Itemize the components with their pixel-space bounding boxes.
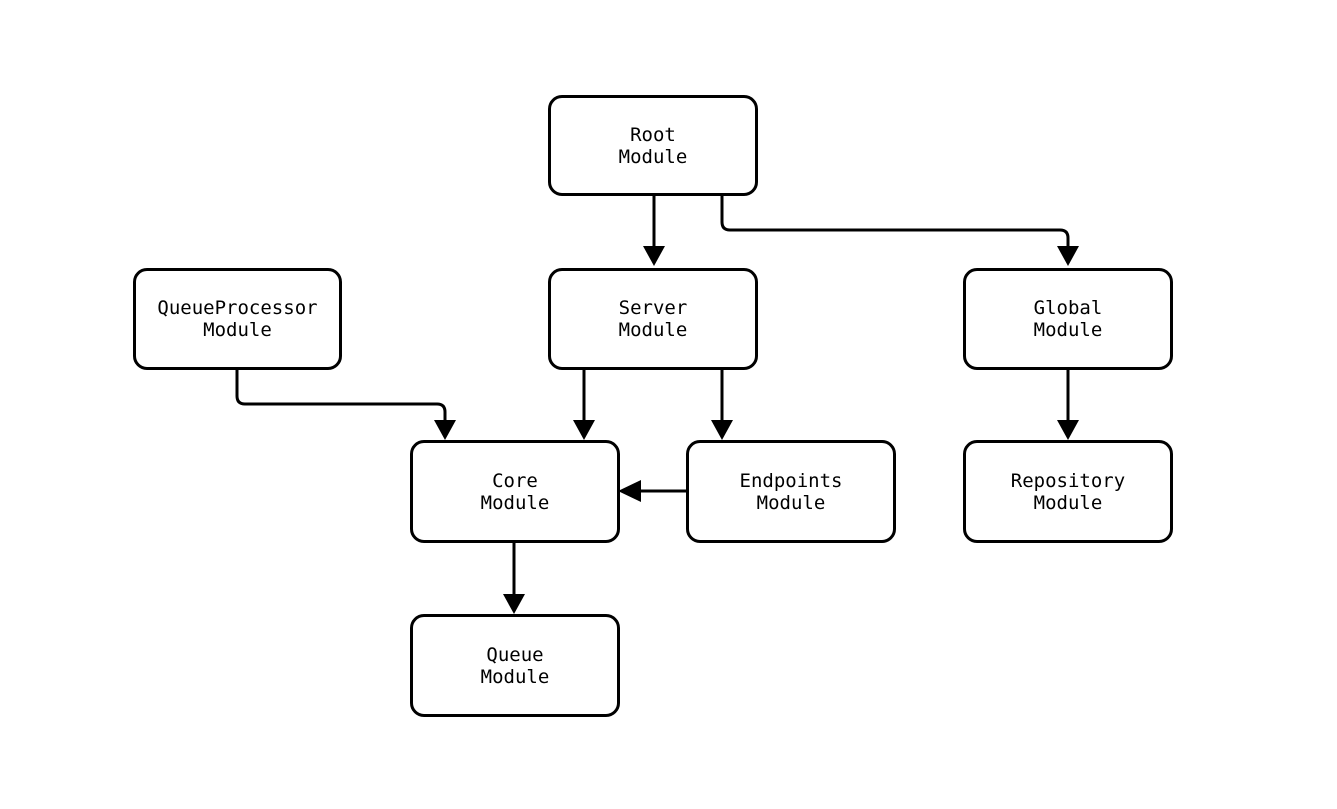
node-global-module[interactable]: Global Module	[963, 268, 1173, 370]
arrowhead-down-icon	[1057, 420, 1079, 440]
node-queueprocessor-module-label: QueueProcessor Module	[157, 297, 318, 341]
arrowhead-down-icon	[573, 420, 595, 440]
edge-core-to-queue	[503, 543, 525, 614]
edge-line	[235, 370, 447, 428]
node-queue-module[interactable]: Queue Module	[410, 614, 620, 717]
edge-server-to-endpoints	[711, 370, 733, 440]
node-global-module-label: Global Module	[1033, 297, 1103, 341]
edge-queueprocessor-to-core	[235, 370, 456, 440]
node-repository-module-label: Repository Module	[1010, 469, 1126, 514]
edge-endpoints-to-core	[618, 480, 686, 502]
edge-global-to-repository	[1057, 370, 1079, 440]
node-server-module[interactable]: Server Module	[548, 268, 758, 370]
edge-root-to-global	[720, 196, 1079, 266]
node-endpoints-module[interactable]: Endpoints Module	[686, 440, 896, 543]
node-core-module[interactable]: Core Module	[410, 440, 620, 543]
arrowhead-down-icon	[643, 246, 665, 266]
node-queueprocessor-module[interactable]: QueueProcessor Module	[133, 268, 342, 370]
node-queue-module-label: Queue Module	[480, 643, 550, 688]
arrowhead-down-icon	[503, 594, 525, 614]
edge-server-to-core	[573, 370, 595, 440]
edge-line	[720, 196, 1070, 256]
node-endpoints-module-label: Endpoints Module	[739, 469, 843, 514]
node-repository-module[interactable]: Repository Module	[963, 440, 1173, 543]
node-core-module-label: Core Module	[480, 469, 550, 514]
arrowhead-down-icon	[711, 420, 733, 440]
node-root-module[interactable]: Root Module	[548, 95, 758, 196]
arrowhead-left-icon	[618, 480, 641, 502]
node-server-module-label: Server Module	[618, 297, 688, 341]
arrowhead-down-icon	[1057, 246, 1079, 266]
arrowhead-down-icon	[434, 420, 456, 440]
node-root-module-label: Root Module	[618, 123, 688, 168]
edge-root-to-server	[643, 196, 665, 266]
